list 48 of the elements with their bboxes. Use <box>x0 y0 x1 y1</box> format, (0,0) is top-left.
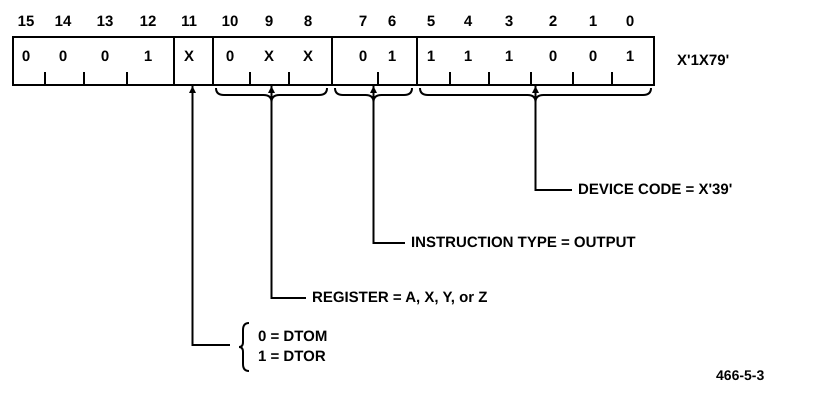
bit-value: 1 <box>426 49 436 64</box>
bit-number: 6 <box>388 14 396 29</box>
bit-number: 11 <box>181 14 197 29</box>
bit-value: X <box>264 49 274 64</box>
bit-field <box>416 36 655 86</box>
bit-value: 1 <box>388 49 396 64</box>
bit-value: 1 <box>504 49 514 64</box>
bit-number: 15 <box>18 14 34 29</box>
arrow <box>268 86 306 299</box>
figure-number: 466-5-3 <box>716 368 764 382</box>
bit-number: 0 <box>626 14 634 29</box>
bit-value: 0 <box>22 49 30 64</box>
bit-field <box>173 36 214 86</box>
bit-value: 0 <box>358 49 368 64</box>
option-text: 1 = DTOR <box>258 347 327 367</box>
field-description: INSTRUCTION TYPE = OUTPUT <box>405 233 685 253</box>
bit-number: 10 <box>222 14 238 29</box>
bit-number: 9 <box>264 14 274 29</box>
arrow <box>189 86 230 346</box>
field-description: REGISTER = A, X, Y, or Z <box>306 288 566 308</box>
bit-number: 5 <box>426 14 436 29</box>
arrow <box>532 86 572 191</box>
bit-number: 13 <box>96 14 114 29</box>
field-description: DEVICE CODE = X'39' <box>572 180 792 200</box>
bit-value: 0 <box>100 49 110 64</box>
bit-value: 1 <box>464 49 472 64</box>
bit-field <box>331 36 418 86</box>
bit-field <box>212 36 333 86</box>
bit-number: 7 <box>358 14 368 29</box>
bit-value: 0 <box>588 49 598 64</box>
bit-value: 1 <box>144 49 152 64</box>
arrow <box>370 86 405 244</box>
bit-value: X <box>303 49 313 64</box>
bit-number: 2 <box>548 14 558 29</box>
bit-value: 0 <box>548 49 558 64</box>
hex-value: X'1X79' <box>677 53 730 68</box>
option-text: 0 = DTOM <box>258 327 328 347</box>
bit-number: 8 <box>304 14 312 29</box>
bit-number: 1 <box>588 14 598 29</box>
bit-number: 14 <box>54 14 72 29</box>
bit-value: 0 <box>226 49 234 64</box>
bit-number: 3 <box>504 14 514 29</box>
bit-value: 1 <box>626 49 634 64</box>
bit-value: X <box>184 49 194 64</box>
bit-field <box>12 36 175 86</box>
bit-number: 12 <box>140 14 156 29</box>
bit-number: 4 <box>464 14 472 29</box>
bit-value: 0 <box>58 49 68 64</box>
